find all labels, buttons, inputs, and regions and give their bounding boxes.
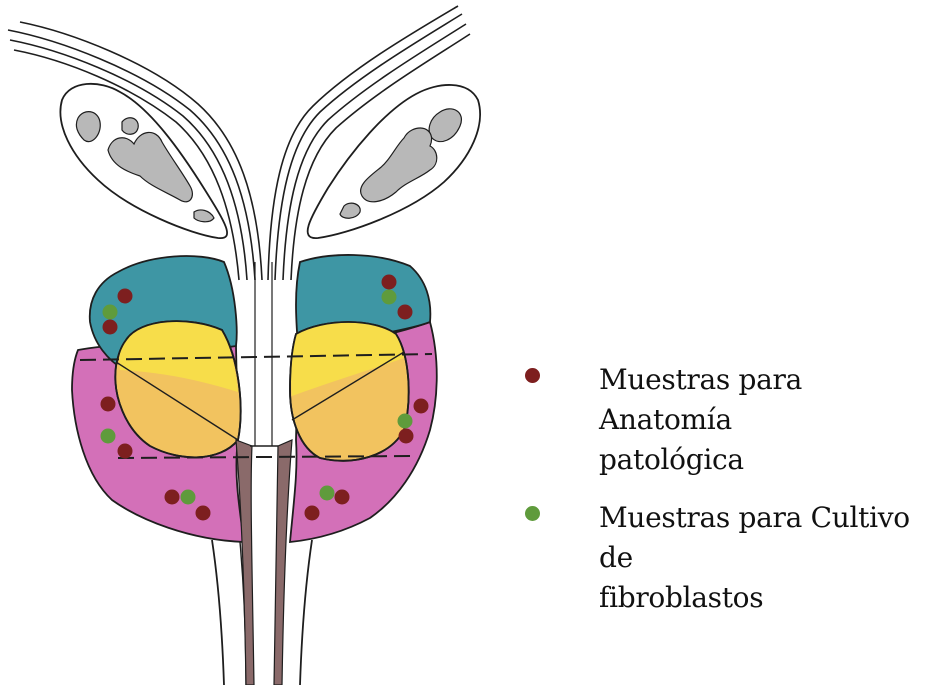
urethra (212, 520, 312, 685)
sample-dot-anatomia (165, 490, 180, 505)
transition-zone (115, 321, 408, 461)
sample-dot-cultivo (398, 414, 413, 429)
legend-item-anatomia: Muestras para Anatomía patológica (515, 360, 943, 480)
sample-dot-anatomia (414, 399, 429, 414)
sample-dot-cultivo (320, 486, 335, 501)
sample-dot-anatomia (103, 320, 118, 335)
legend: Muestras para Anatomía patológica Muestr… (515, 360, 943, 636)
seminal-vesicle-right (308, 85, 480, 238)
sample-dot-cultivo (101, 429, 116, 444)
sample-dot-anatomia (118, 444, 133, 459)
sample-dot-anatomia (335, 490, 350, 505)
sample-dot-anatomia (382, 275, 397, 290)
sample-dot-anatomia (101, 397, 116, 412)
sample-dot-anatomia (398, 305, 413, 320)
sample-dot-anatomia (196, 506, 211, 521)
sample-dot-cultivo (103, 305, 118, 320)
legend-label-anatomia: Muestras para Anatomía patológica (599, 360, 943, 480)
sample-dot-anatomia (399, 429, 414, 444)
sample-dot-cultivo (382, 290, 397, 305)
legend-label-cultivo: Muestras para Cultivo de fibroblastos (599, 498, 943, 618)
cultivo-dot-icon (525, 506, 540, 521)
anatomia-dot-icon (525, 368, 540, 383)
sample-dot-anatomia (305, 506, 320, 521)
legend-item-cultivo: Muestras para Cultivo de fibroblastos (515, 498, 943, 618)
sample-dot-cultivo (181, 490, 196, 505)
sample-dot-anatomia (118, 289, 133, 304)
